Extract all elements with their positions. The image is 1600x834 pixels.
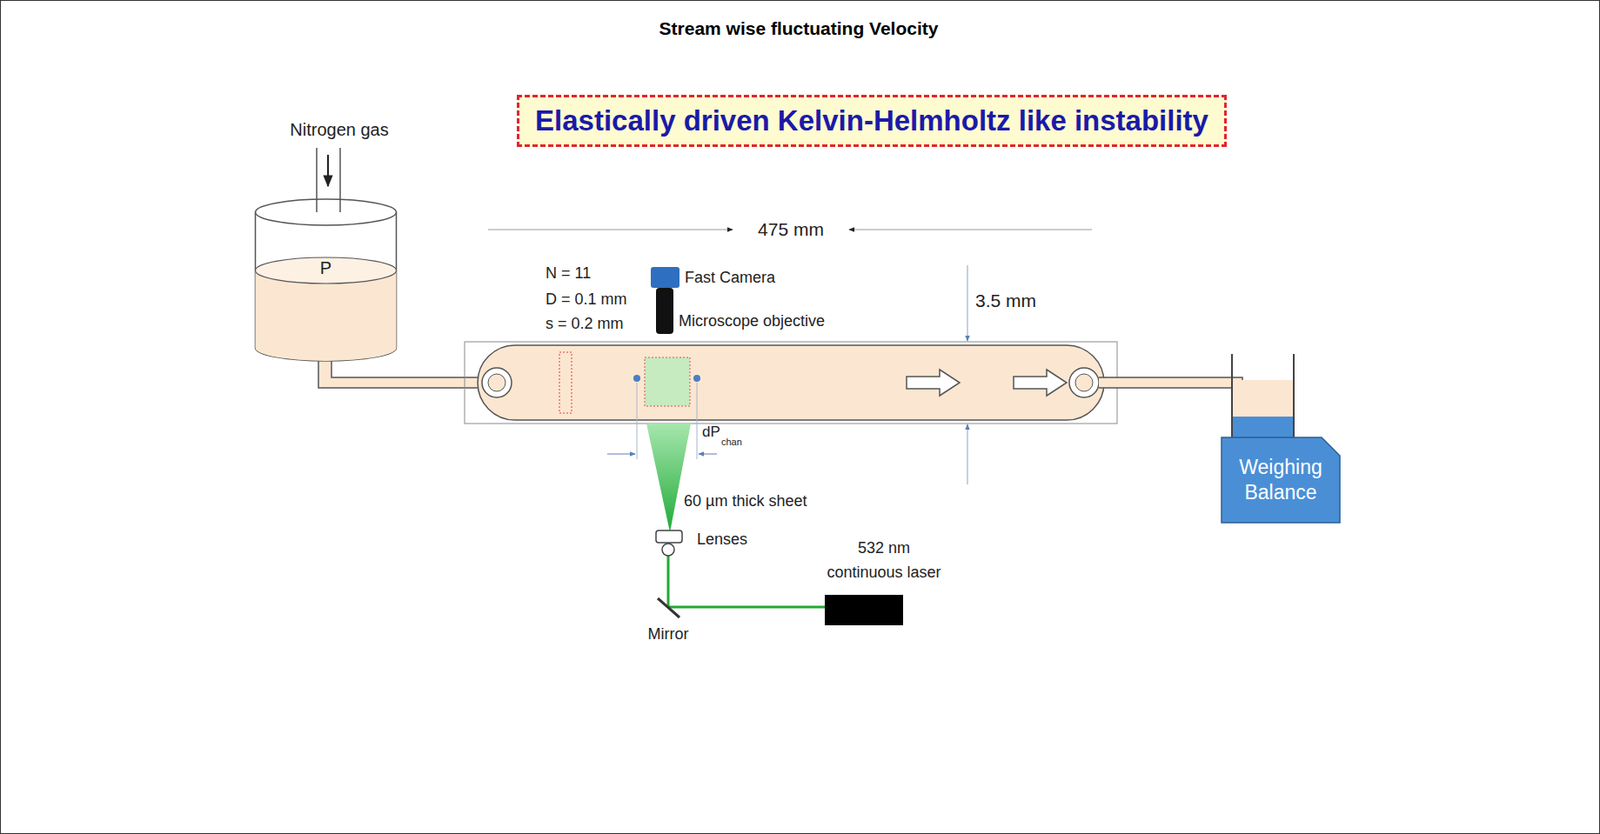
part-label: 60 µm thick sheet: [683, 491, 807, 512]
objective-symbol: [656, 287, 674, 335]
part-label: Lenses: [696, 529, 748, 550]
flow-arrow: [1013, 369, 1067, 396]
node-text: Elastically driven Kelvin-Helmholtz like…: [535, 102, 1209, 141]
pressure-subscript: chan: [721, 436, 743, 449]
gas-inlet-pipe: [316, 147, 341, 215]
flow-channel: [464, 341, 1118, 424]
observation-window: [644, 357, 690, 407]
cylinder-array: [559, 352, 572, 414]
camera-symbol: [650, 267, 680, 288]
dimension-label: 3.5 mm: [975, 289, 1037, 313]
part-label: Fast Camera: [684, 267, 776, 288]
flow-arrow: [906, 369, 960, 396]
dimension-label: 475 mm: [757, 218, 824, 242]
outlet-pipe: [1098, 377, 1243, 389]
title-banner: Elastically driven Kelvin-Helmholtz like…: [516, 94, 1227, 148]
laser-beam: [668, 606, 825, 610]
gas-label: Nitrogen gas: [289, 119, 389, 141]
weighing-balance: Weighing Balance: [1220, 436, 1341, 524]
mirror-symbol: [657, 598, 680, 618]
pressure-label: dP: [702, 422, 721, 442]
width-dimension: [967, 265, 969, 485]
laser-source: [824, 595, 904, 626]
node-text: Weighing Balance: [1227, 455, 1334, 506]
parameter-label: N = 11: [545, 263, 591, 284]
parameter-label: D = 0.1 mm: [545, 289, 628, 310]
pressure-tap: [693, 374, 701, 382]
laser-beam: [667, 549, 670, 608]
parameter-label: s = 0.2 mm: [545, 314, 624, 335]
node-text: P: [254, 258, 397, 278]
balance-shape: [1220, 436, 1341, 524]
reservoir-shape: [254, 198, 397, 368]
part-label: Mirror: [648, 624, 690, 645]
diagram-title: Stream wise fluctuating Velocity: [659, 17, 939, 41]
part-label: Microscope objective: [678, 311, 825, 332]
collection-beaker: [1231, 354, 1294, 439]
gas-reservoir: P: [254, 198, 397, 364]
pressure-tap: [633, 374, 641, 382]
lens-symbol: [656, 530, 683, 556]
part-label: 532 nm continuous laser: [818, 536, 950, 586]
laser-sheet: [646, 423, 691, 533]
